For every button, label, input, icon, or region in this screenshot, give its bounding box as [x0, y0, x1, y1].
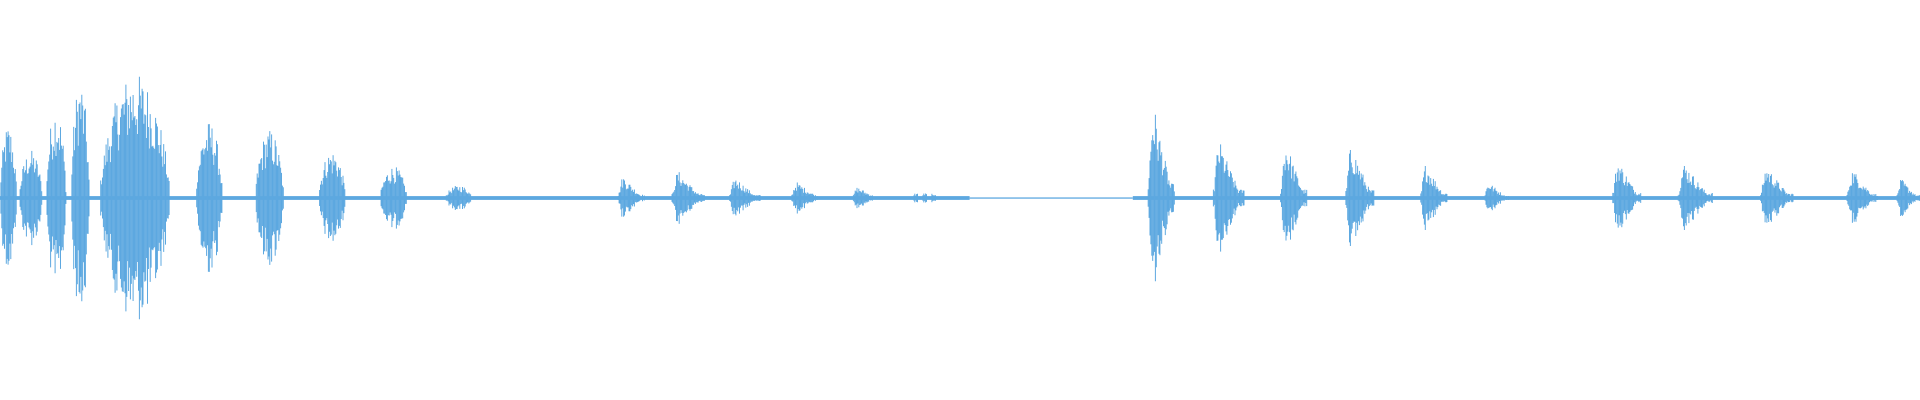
waveform-baseline-segment [0, 196, 970, 200]
waveform-baseline-segment [969, 197, 1133, 199]
waveform-clip [1760, 173, 1794, 223]
waveform-clip [319, 155, 346, 241]
waveform-clip [913, 193, 940, 203]
waveform-clip [1677, 166, 1713, 230]
waveform-clip [1280, 155, 1308, 241]
waveform-clip [671, 172, 705, 224]
waveform-clip [1846, 173, 1879, 223]
waveform-clip [1212, 144, 1245, 252]
waveform-clip [617, 179, 645, 217]
waveform-clip [71, 94, 90, 302]
waveform-clip [1420, 166, 1448, 230]
waveform-clip [100, 76, 170, 320]
waveform-clip [46, 122, 67, 274]
waveform-clip [1612, 168, 1642, 228]
waveform-clip [196, 124, 223, 272]
waveform-clip [255, 131, 284, 265]
waveform-baseline-segment [1132, 196, 1920, 200]
waveform-clip [1345, 150, 1375, 246]
waveform-clip [0, 131, 17, 265]
waveform-clip [19, 150, 43, 246]
waveform-clip [1483, 185, 1509, 211]
waveform-clip [790, 182, 823, 214]
waveform-clip [445, 186, 472, 210]
waveform-clip [852, 187, 880, 209]
waveform-clip [729, 180, 761, 216]
waveform-clip [380, 167, 407, 229]
waveform-clip [1147, 114, 1175, 282]
waveform-clip [1896, 180, 1920, 216]
